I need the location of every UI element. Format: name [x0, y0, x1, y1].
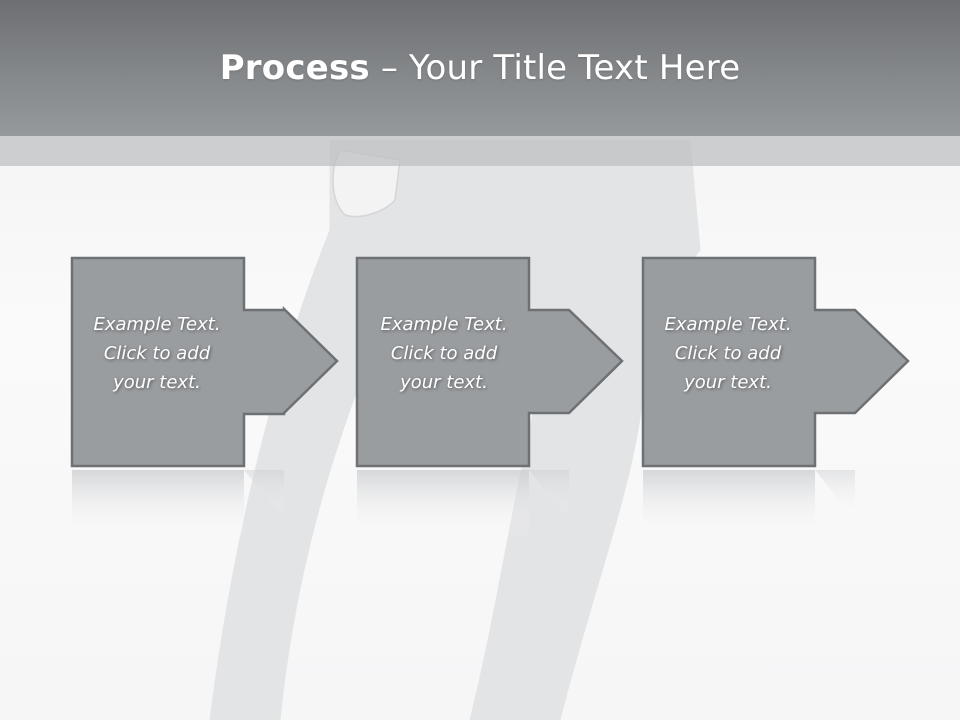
title-underband	[0, 136, 960, 166]
step-3-line-1: Example Text.	[664, 314, 792, 335]
step-1-line-3: your text.	[113, 372, 201, 393]
slide-title: Process – Your Title Text Here	[220, 48, 741, 88]
title-bar: Process – Your Title Text Here	[0, 0, 960, 136]
step-1-line-2: Click to add	[103, 343, 211, 364]
step-3-line-2: Click to add	[674, 343, 782, 364]
title-regular-part: – Your Title Text Here	[369, 48, 741, 88]
process-step-2-reflection	[357, 470, 569, 540]
step-2-text[interactable]: Example Text. Click to add your text.	[359, 310, 529, 397]
process-step-3-shape[interactable]	[641, 256, 910, 468]
process-step-3-reflection	[643, 470, 855, 540]
step-1-line-1: Example Text.	[93, 314, 221, 335]
process-step-2-shape[interactable]	[355, 256, 624, 468]
step-2-line-3: your text.	[400, 372, 488, 393]
process-step-1-reflection	[72, 470, 284, 540]
step-2-line-2: Click to add	[390, 343, 498, 364]
title-bold-part: Process	[219, 48, 370, 88]
step-1-text[interactable]: Example Text. Click to add your text.	[72, 310, 242, 397]
step-3-text[interactable]: Example Text. Click to add your text.	[643, 310, 813, 397]
process-step-1-shape[interactable]	[70, 256, 339, 468]
step-2-line-1: Example Text.	[380, 314, 508, 335]
step-3-line-3: your text.	[684, 372, 772, 393]
